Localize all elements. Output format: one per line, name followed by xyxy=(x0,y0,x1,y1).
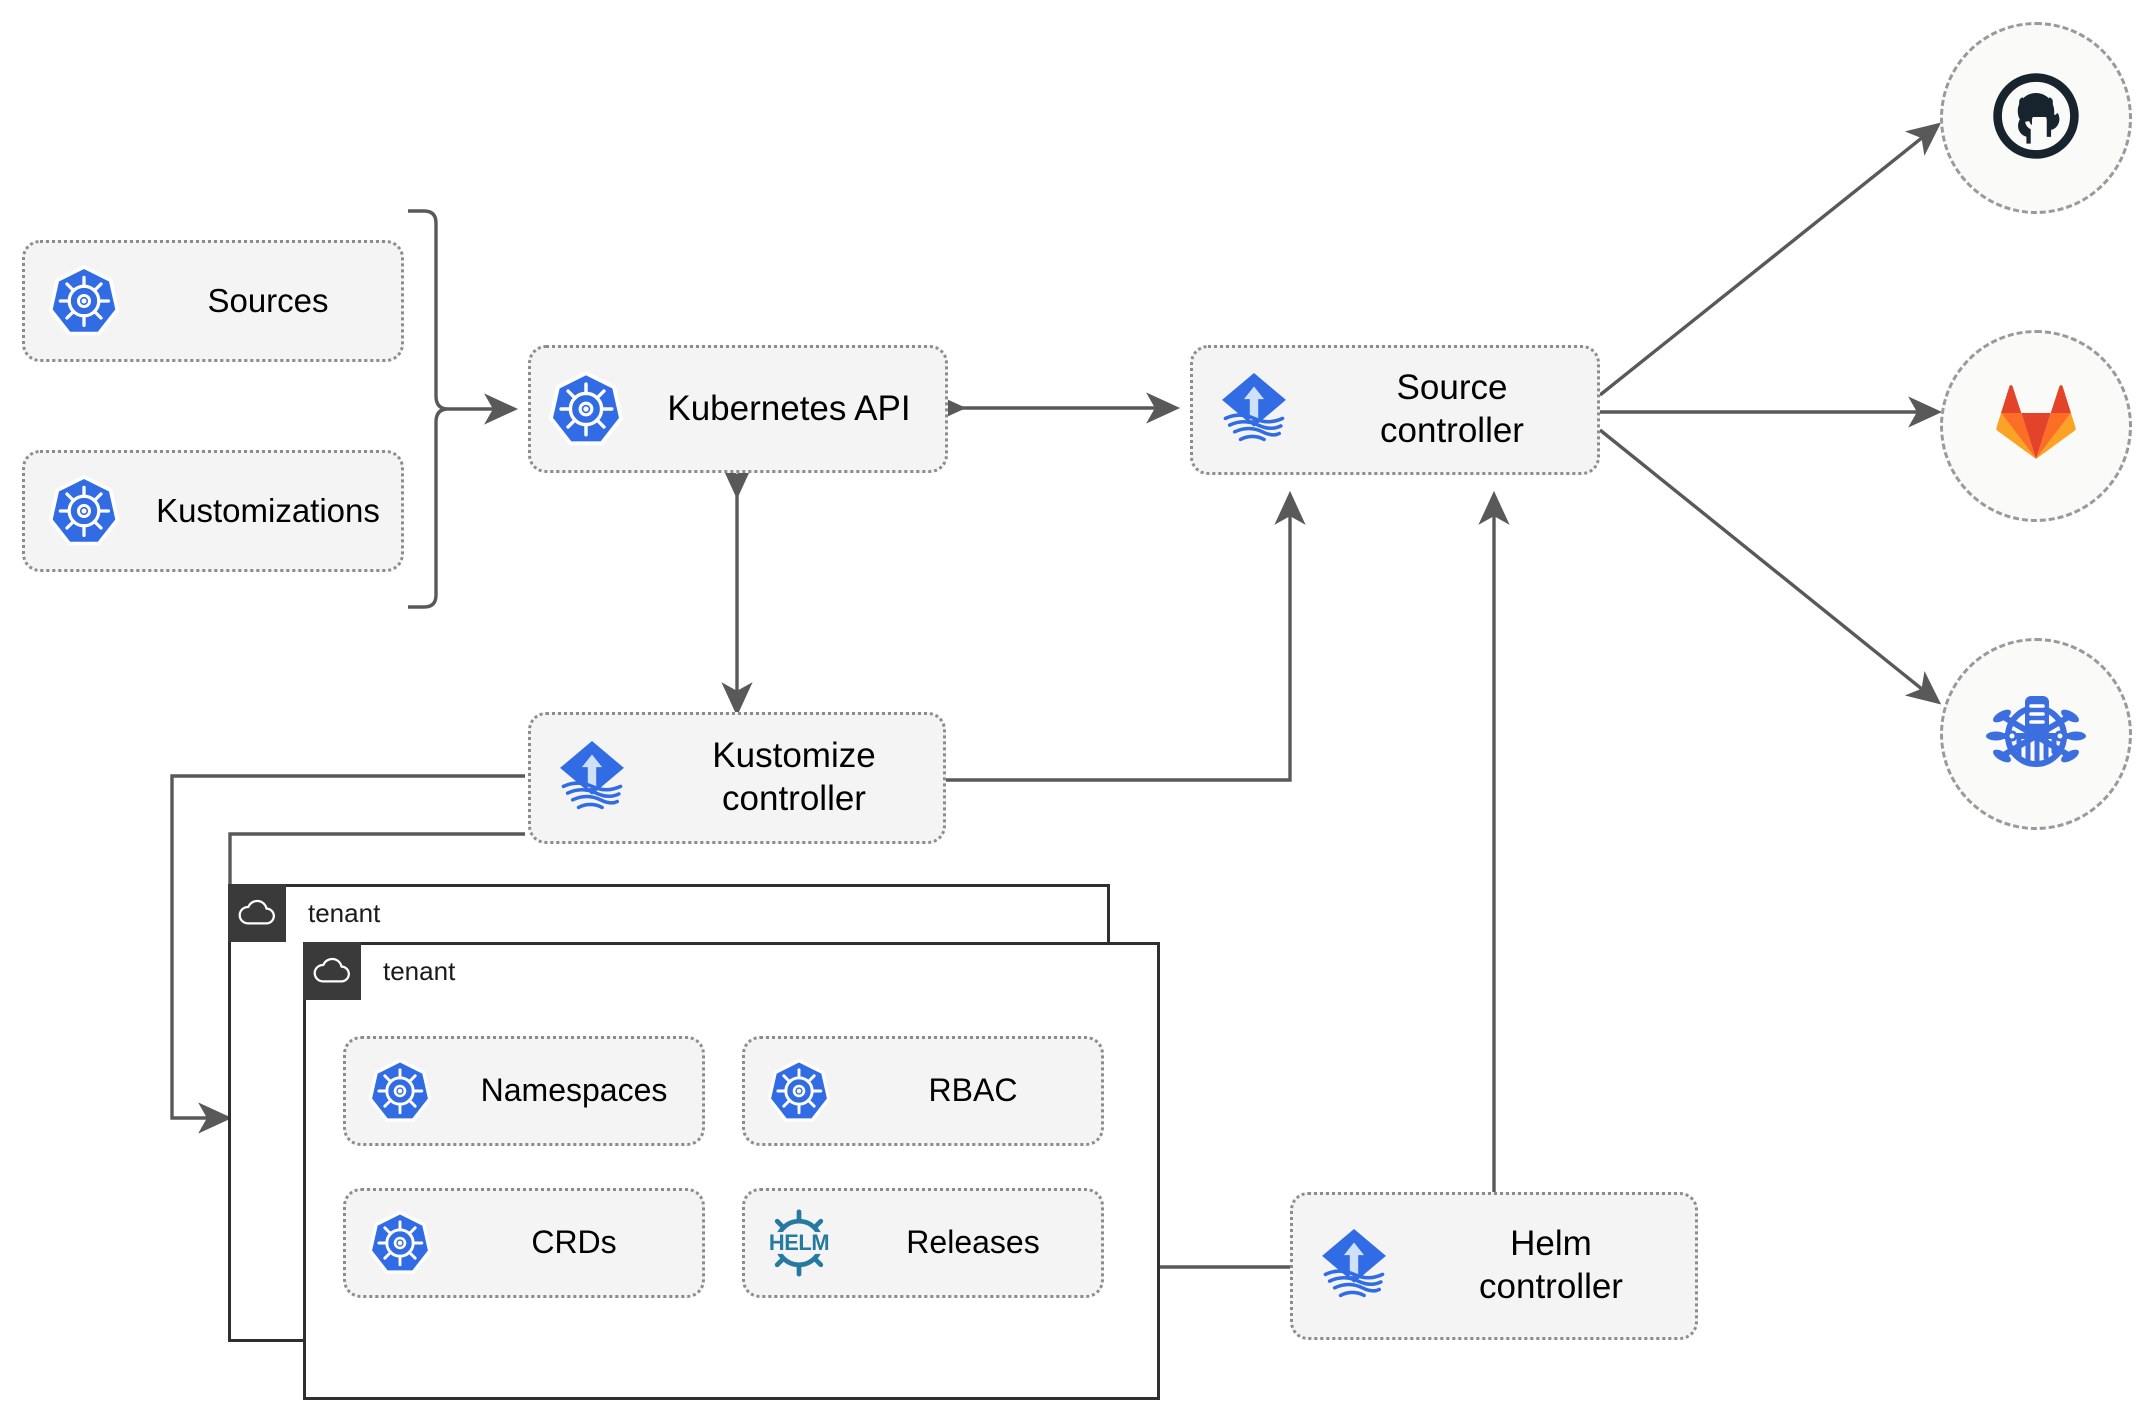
svg-text:HELM: HELM xyxy=(769,1230,829,1255)
node-rbac[interactable]: RBAC xyxy=(742,1036,1104,1146)
node-label: Namespaces xyxy=(480,1072,668,1109)
tenant-tab-front[interactable]: tenant xyxy=(303,942,455,1000)
node-helm-controller[interactable]: Helm controller xyxy=(1290,1192,1698,1340)
node-releases[interactable]: HELM Releases xyxy=(742,1188,1104,1298)
node-source-controller[interactable]: Source controller xyxy=(1190,345,1600,475)
node-kustomize-controller[interactable]: Kustomize controller xyxy=(528,712,946,844)
kubernetes-icon xyxy=(346,1210,454,1276)
node-kubernetes-api[interactable]: Kubernetes API xyxy=(528,345,948,473)
provider-gitlab[interactable] xyxy=(1940,330,2132,522)
edge-kustomize-to-source xyxy=(946,490,1306,782)
flux-icon xyxy=(531,736,653,820)
github-icon xyxy=(1988,68,2084,169)
bucket-icon xyxy=(1986,682,2086,787)
node-label: Releases xyxy=(906,1224,1040,1261)
tenant-label: tenant xyxy=(308,897,381,928)
node-kustomizations[interactable]: Kustomizations xyxy=(22,450,404,572)
node-label: CRDs xyxy=(531,1224,617,1261)
node-label: Sources xyxy=(207,281,329,319)
flux-icon xyxy=(1193,368,1315,452)
provider-github[interactable] xyxy=(1940,22,2132,214)
cloud-icon xyxy=(303,942,361,1000)
edge-kustomize-to-tenant-back xyxy=(170,774,525,1134)
kubernetes-icon xyxy=(25,264,143,338)
node-label: Kustomizations xyxy=(156,491,380,529)
kubernetes-icon xyxy=(25,474,143,548)
kubernetes-icon xyxy=(531,370,641,448)
node-label: Kustomize controller xyxy=(712,736,876,818)
node-label: RBAC xyxy=(928,1072,1018,1109)
flux-icon xyxy=(1293,1224,1415,1308)
kubernetes-icon xyxy=(745,1058,853,1124)
kubernetes-icon xyxy=(346,1058,454,1124)
node-sources[interactable]: Sources xyxy=(22,240,404,362)
node-namespaces[interactable]: Namespaces xyxy=(343,1036,705,1146)
node-label: Kubernetes API xyxy=(667,388,911,428)
gitlab-icon xyxy=(1990,378,2082,475)
tenant-tab-back[interactable]: tenant xyxy=(228,884,380,942)
edge-group-bracket xyxy=(408,209,449,609)
helm-icon: HELM xyxy=(745,1204,853,1282)
tenant-label: tenant xyxy=(383,955,456,986)
edge-source-to-github xyxy=(1598,122,1942,397)
provider-bucket[interactable] xyxy=(1940,638,2132,830)
node-crds[interactable]: CRDs xyxy=(343,1188,705,1298)
node-label: Source controller xyxy=(1380,368,1524,450)
edge-source-to-bucket xyxy=(1598,428,1942,705)
node-label: Helm controller xyxy=(1479,1224,1623,1306)
tenant-box-front[interactable]: tenant xyxy=(303,942,1160,1400)
cloud-icon xyxy=(228,884,286,942)
